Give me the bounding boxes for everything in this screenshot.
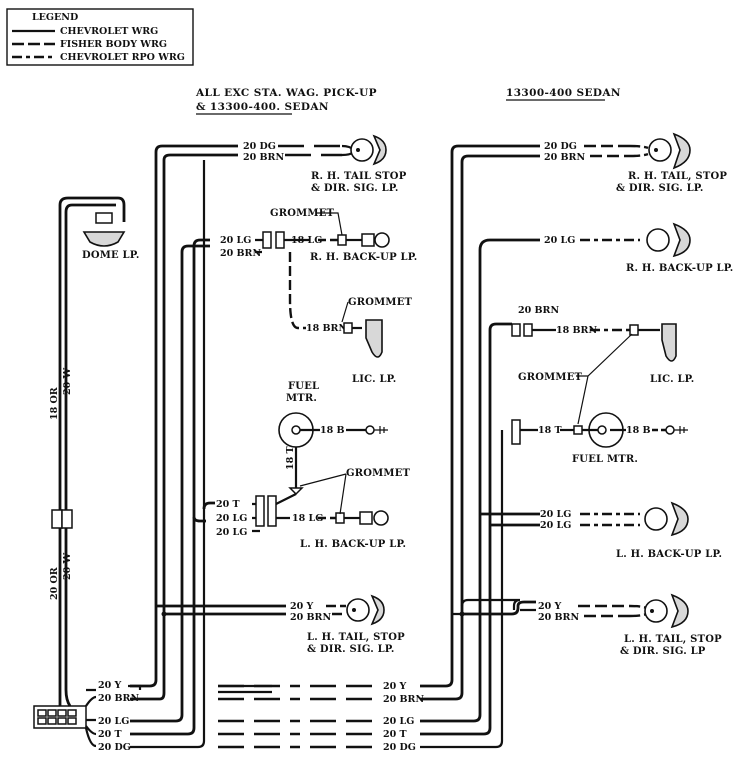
rh-backup-label: R. H. BACK-UP LP. [310,252,417,263]
wire-label-18or: 18 OR [49,387,60,420]
rh-tail-right-label1: R. H. TAIL, STOP [628,171,727,182]
rh-wire-lhbackup-lg2: 20 LG [540,520,571,531]
dome-lamp-label: DOME LP. [82,250,140,261]
lic-lamp-right-label: LIC. LP. [650,374,694,385]
rh-wire-lhbackup-lg1: 20 LG [540,509,571,520]
lh-tail-label2: & DIR. SIG. LP. [307,644,395,655]
fuel-label-l1: FUEL [288,381,319,392]
lh-tail-right-label1: L. H. TAIL, STOP [624,634,722,645]
lh-wire-lic-brn: 18 BRN [306,323,347,334]
right-harness: 20 DG 20 BRN R. H. TAIL, STOP & DIR. SIG… [452,132,733,657]
lh-wire-rhbackup-lg: 20 LG [220,235,251,246]
grommet-label-rhbackup: GROMMET [270,208,335,219]
legend-item-rpo: CHEVROLET RPO WRG [60,52,185,63]
lh-wire-lhbackup-t: 20 T [216,499,240,510]
rh-tail-label1: R. H. TAIL STOP [311,171,407,182]
cross-wire-t: 20 T [383,729,407,740]
lic-lamp-label: LIC. LP. [352,374,396,385]
rh-wire-lhtail-y: 20 Y [538,601,562,612]
cross-wire-dg: 20 DG [383,742,416,753]
rh-backup-right-label: R. H. BACK-UP LP. [626,263,733,274]
header-left-line1: ALL EXC STA. WAG. PICK-UP [195,87,377,99]
rh-wire-lic-20brn: 20 BRN [518,305,559,316]
cross-harness: 20 Y 20 BRN 20 LG 20 T 20 DG [218,144,540,753]
main-wire-20t: 20 T [98,729,122,740]
lh-wire-lhtail-brn: 20 BRN [290,612,331,623]
main-wire-20dg: 20 DG [98,742,131,753]
main-wire-20y: 20 Y [98,680,122,691]
wire-label-20or: 20 OR [49,567,60,600]
wire-label-20w-lower: 20 W [62,552,73,580]
dome-lamp: DOME LP. 18 OR 20 W 20 OR 20 W [49,196,140,690]
fuel-label-l2: MTR. [286,393,317,404]
rh-wire-rhbackup-lg: 20 LG [544,235,575,246]
lh-wire-lhbackup-lg: 20 LG [216,513,247,524]
fuel-mtr-right-label: FUEL MTR. [572,454,638,465]
lh-wire-fuel-18t: 18 T [285,446,296,470]
lh-wire-fuel-18b: 18 B [320,425,345,436]
main-wire-20brn: 20 BRN [98,693,139,704]
rh-wire-fuel-18t: 18 T [538,425,562,436]
grommet-label-lic: GROMMET [348,297,413,308]
lh-backup-label: L. H. BACK-UP LP. [300,539,406,550]
grommet-label-right: GROMMET [518,372,583,383]
lh-wire-lhbackup-18lg: 18 LG [292,513,323,524]
legend-item-chevrolet: CHEVROLET WRG [60,26,158,37]
rh-tail-right-label2: & DIR. SIG. LP. [616,183,704,194]
header-left-line2: & 13300-400. SEDAN [196,101,329,113]
cross-wire-lg: 20 LG [383,716,414,727]
legend: LEGEND CHEVROLET WRG FISHER BODY WRG CHE… [6,8,194,66]
cross-wire-y: 20 Y [383,681,407,692]
left-harness: 20 DG 20 BRN R. H. TAIL STOP & DIR. SIG.… [128,134,417,749]
lh-wire-rhbackup-brn: 20 BRN [220,248,261,259]
rh-wire-fuel-18b: 18 B [626,425,651,436]
rh-wire-lic-18brn: 18 BRN [556,325,597,336]
legend-item-fisher: FISHER BODY WRG [60,39,167,50]
rh-wire-rhtail-brn: 20 BRN [544,152,585,163]
lh-backup-right-label: L. H. BACK-UP LP. [616,549,722,560]
lh-wire-rhtail-dg: 20 DG [243,141,276,152]
grommet-label-lhbackup: GROMMET [346,468,411,479]
rh-wire-lhtail-brn: 20 BRN [538,612,579,623]
lh-wire-lhtail-y: 20 Y [290,601,314,612]
header-right: 13300-400 SEDAN [506,87,621,99]
legend-title: LEGEND [32,12,78,23]
wire-label-20w-upper: 20 W [62,367,73,395]
lh-wire-lhbackup-lg2: 20 LG [216,527,247,538]
lh-wire-rhbackup-18lg: 18 LG [291,235,322,246]
rh-tail-label2: & DIR. SIG. LP. [311,183,399,194]
rh-wire-rhtail-dg: 20 DG [544,141,577,152]
cross-wire-brn: 20 BRN [383,694,424,705]
lh-wire-rhtail-brn: 20 BRN [243,152,284,163]
lh-tail-right-label2: & DIR. SIG. LP [620,646,706,657]
main-wire-20lg: 20 LG [98,716,129,727]
main-connector: 20 Y 20 BRN 20 LG 20 T 20 DG [33,680,139,753]
lh-tail-label1: L. H. TAIL, STOP [307,632,405,643]
